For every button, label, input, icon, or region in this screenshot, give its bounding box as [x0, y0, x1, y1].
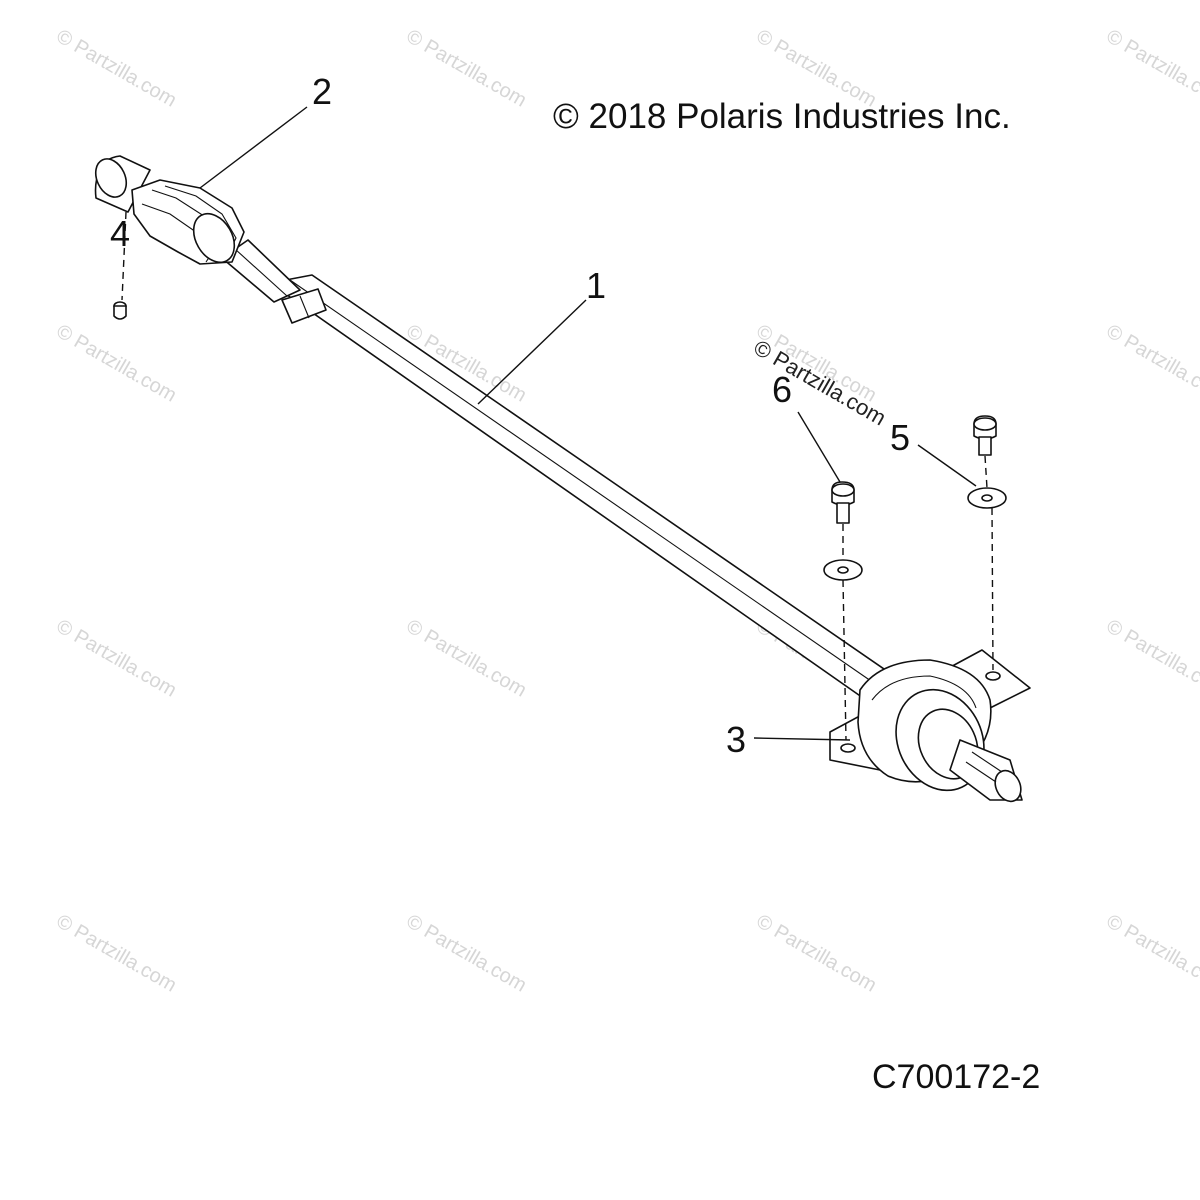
watermark-text: © Partzilla.com — [1103, 910, 1200, 996]
bolt-5-assembly — [967, 415, 1007, 509]
copyright-notice: © 2018 Polaris Industries Inc. — [553, 97, 1011, 136]
watermark-text: © Partzilla.com — [1103, 320, 1200, 406]
prop-shaft — [221, 239, 901, 701]
watermark-text: © Partzilla.com — [53, 910, 181, 996]
watermark-text: © Partzilla.com — [53, 320, 181, 406]
carrier-bearing — [829, 649, 1031, 803]
watermark-text: © Partzilla.com — [53, 615, 181, 701]
watermark-text: © Partzilla.com — [403, 910, 531, 996]
watermark-text: © Partzilla.com — [1103, 25, 1200, 111]
callout-3: 3 — [726, 719, 746, 760]
watermark-text: © Partzilla.com — [403, 615, 531, 701]
grease-fitting — [113, 301, 127, 320]
front-coupler — [94, 155, 245, 265]
callout-4: 4 — [110, 213, 130, 254]
callout-5: 5 — [890, 417, 910, 458]
watermark-text: © Partzilla.com — [1103, 615, 1200, 701]
callout-6: 6 — [772, 369, 792, 410]
watermark-text: © Partzilla.com — [53, 25, 181, 111]
alignment-lines — [121, 211, 994, 741]
bolt-6-assembly — [823, 481, 863, 581]
callout-2: 2 — [312, 71, 332, 112]
leader-lines — [199, 106, 977, 741]
watermark-text: © Partzilla.com — [403, 25, 531, 111]
callout-1: 1 — [586, 265, 606, 306]
figure-code: C700172-2 — [872, 1058, 1040, 1096]
watermark-text: © Partzilla.com — [753, 910, 881, 996]
